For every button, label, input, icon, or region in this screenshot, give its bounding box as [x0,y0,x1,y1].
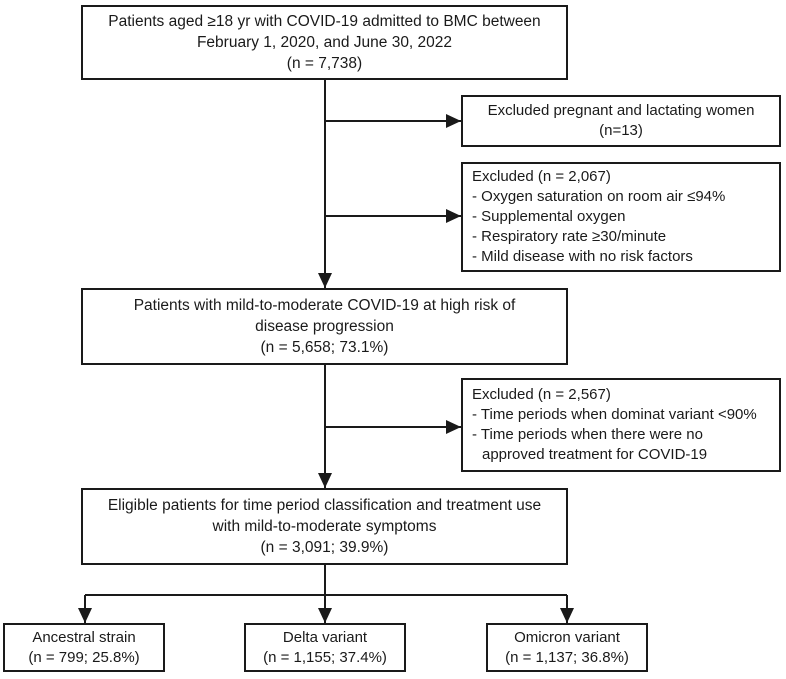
box-admitted-patients: Patients aged ≥18 yr with COVID-19 admit… [81,5,568,80]
box-mild-moderate: Patients with mild-to-moderate COVID-19 … [81,288,568,365]
box-line: - Supplemental oxygen [472,208,626,225]
box-line: - Time periods when dominat variant <90% [472,406,757,423]
box-eligible-patients: Eligible patients for time period classi… [81,488,568,565]
box-ancestral-strain: Ancestral strain (n = 799; 25.8%) [3,623,165,672]
box-line: with mild-to-moderate symptoms [212,518,437,535]
box-line: February 1, 2020, and June 30, 2022 [196,34,453,51]
box-line: Ancestral strain [32,628,136,646]
box-line: - Respiratory rate ≥30/minute [472,228,667,245]
box-excluded-periods: Excluded (n = 2,567) - Time periods when… [461,378,781,472]
box-line: (n=13) [599,122,643,139]
box-line: Patients with mild-to-moderate COVID-19 … [133,297,516,314]
box-line: Excluded (n = 2,567) [472,386,611,403]
box-excluded-pregnant: Excluded pregnant and lactating women (n… [461,95,781,147]
box-line: (n = 5,658; 73.1%) [260,339,389,356]
box-line: approved treatment for COVID-19 [482,446,708,463]
box-delta-variant: Delta variant (n = 1,155; 37.4%) [244,623,406,672]
box-line: - Time periods when there were no [472,426,703,443]
box-line: - Oxygen saturation on room air ≤94% [472,188,726,205]
box-line: - Mild disease with no risk factors [472,248,693,265]
box-line: (n = 1,155; 37.4%) [263,648,387,666]
box-line: (n = 1,137; 36.8%) [505,648,629,666]
box-omicron-variant: Omicron variant (n = 1,137; 36.8%) [486,623,648,672]
box-excluded-severity: Excluded (n = 2,067) - Oxygen saturation… [461,162,781,272]
box-line: (n = 3,091; 39.9%) [260,539,389,556]
box-line: (n = 799; 25.8%) [28,648,140,666]
box-line: (n = 7,738) [286,55,363,72]
box-line: disease progression [255,318,394,335]
box-line: Eligible patients for time period classi… [107,497,542,514]
box-line: Delta variant [282,628,368,646]
box-line: Patients aged ≥18 yr with COVID-19 admit… [108,13,541,30]
box-line: Excluded (n = 2,067) [472,168,611,185]
box-line: Omicron variant [514,628,620,646]
box-line: Excluded pregnant and lactating women [487,102,755,119]
